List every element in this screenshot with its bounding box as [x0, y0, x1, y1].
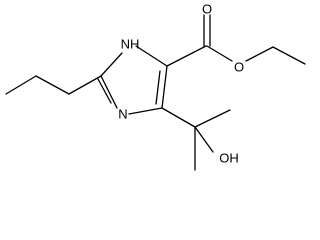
bond-n3-c2 — [100, 75, 118, 109]
propyl-chain — [5, 75, 102, 95]
bond-propyl-1 — [5, 75, 37, 95]
atom-label-n: N — [118, 107, 127, 122]
ethyl-ester — [166, 14, 306, 67]
bond-cq-me-right — [194, 109, 231, 128]
imidazole-ring — [97, 45, 168, 115]
bond-c5-c4-double — [155, 70, 161, 105]
bond-propyl-3 — [68, 75, 102, 95]
atom-label-o-ester: O — [234, 60, 244, 75]
bond-propyl-2 — [35, 75, 70, 95]
chemical-structure: NH N O O OH — [5, 2, 306, 171]
bond-c4-cq — [161, 107, 196, 128]
bond-cq-oh — [194, 126, 214, 153]
bond-n3-c2-double — [97, 78, 112, 104]
bond-oester-ch2 — [245, 46, 274, 62]
bond-c5-c4 — [161, 65, 168, 109]
atom-label-nh: NH — [121, 37, 140, 52]
atom-label-o-carbonyl: O — [202, 2, 212, 17]
bond-ch2-ch3 — [272, 46, 306, 65]
bond-carbonyl-oester — [206, 45, 233, 62]
hydroxy-isopropyl — [161, 107, 231, 171]
bond-c4-n3 — [128, 107, 163, 115]
bond-n1-c5 — [135, 45, 168, 67]
bond-c2-n1 — [100, 52, 123, 77]
atom-labels: NH N O O OH — [118, 2, 244, 166]
bond-c5-carbonyl — [166, 45, 207, 67]
atom-label-oh: OH — [219, 151, 239, 166]
